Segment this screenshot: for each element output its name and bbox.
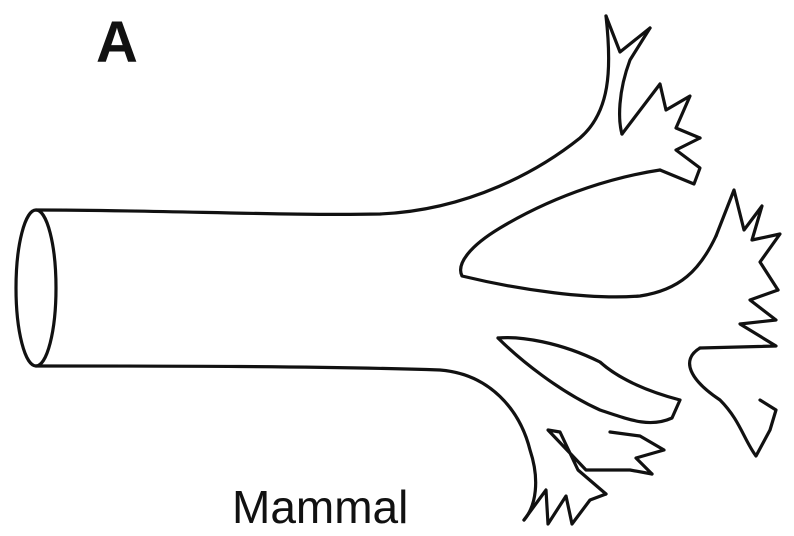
lower-twig-2 [548, 430, 652, 494]
figure-caption: Mammal [232, 484, 408, 530]
lower-loop [690, 348, 776, 456]
trachea-opening [16, 210, 56, 366]
upper-twig-4 [660, 138, 700, 184]
lower-loop-inner [498, 338, 680, 423]
upper-loop [461, 170, 716, 297]
mid-upper-twigs [716, 190, 780, 290]
upper-twig-3 [622, 84, 700, 138]
panel-label: A [96, 14, 138, 72]
lower-twig-3 [610, 432, 664, 474]
upper-twig-1 [606, 16, 650, 52]
mid-twigs [700, 290, 778, 348]
